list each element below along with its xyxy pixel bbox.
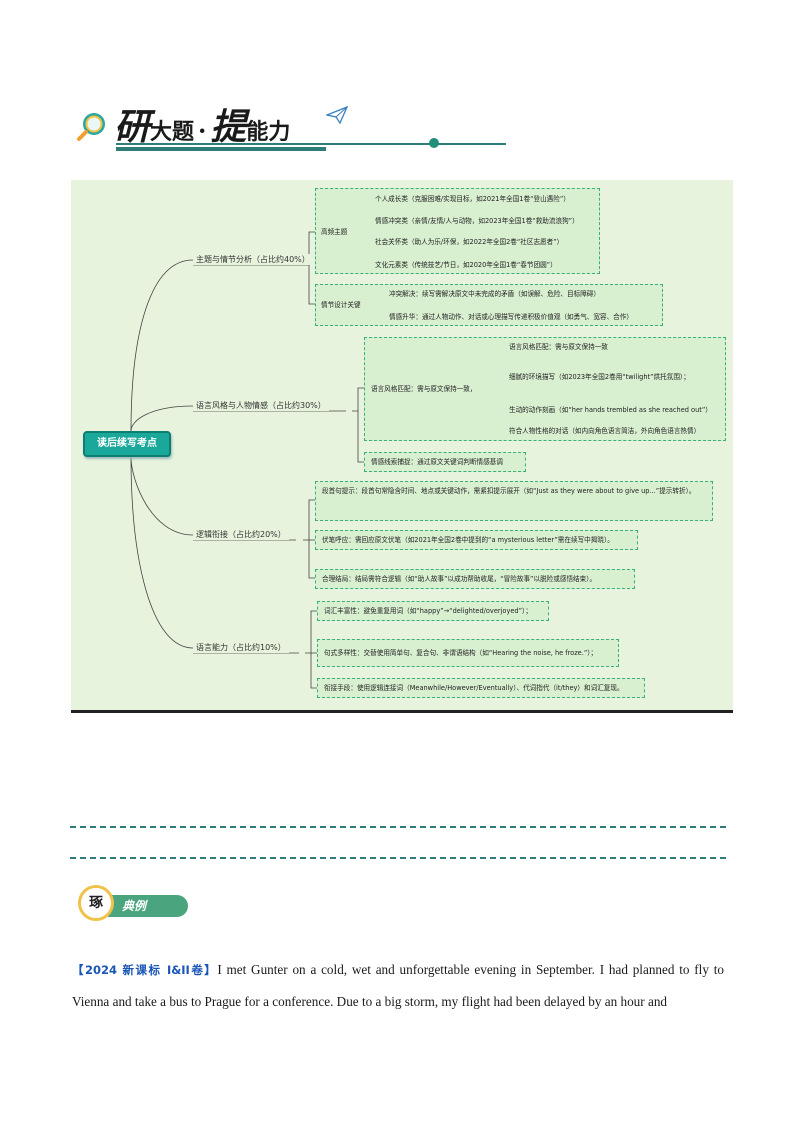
header-rule-thick [116,147,326,151]
theme-item-2: 情感冲突类（亲情/友情/人与动物，如2023年全国1卷“救助流浪狗”） [375,217,579,225]
style-item-2: 细腻的环境描写（如2023年全国2卷用“twilight”烘托氛围）； [509,373,690,381]
group-label-plot-design: 情节设计关键 [321,301,361,309]
section-title: 研大题·提能力 [114,98,290,150]
example-paragraph: 【2024 新课标 I&II卷】I met Gunter on a cold, … [72,954,724,1018]
title-char-2: 提 [210,106,247,148]
mind-map: 读后续写考点 主题与情节分析（占比约40%） 语言风格与人物情感（占比约30%）… [71,180,733,710]
group-label-language-style: 语言风格匹配：需与原文保持一致， [371,385,477,393]
theme-item-4: 文化元素类（传统技艺/节日，如2020年全国1卷“春节团圆”） [375,261,557,269]
logic-item-1: 段首句提示：段首句常隐含时间、地点或关键动作，需紧扣提示展开（如“Just as… [322,487,696,495]
branch-1-label: 主题与情节分析（占比约40%） [193,254,313,265]
ability-item-1-box [317,601,549,621]
emotion-clue-text: 情感线索捕捉：通过原文关键词判断情感基调 [371,458,503,466]
title-word-2: 能力 [246,120,291,145]
style-item-3: 生动的动作刻画（如“her hands trembled as she reac… [509,406,712,414]
mind-map-root: 读后续写考点 [83,431,171,457]
group-label-high-freq: 高频主题 [321,228,348,236]
dashed-separator-2 [70,857,726,859]
ability-item-2-box [317,639,619,667]
style-item-4: 符合人物性格的对话（如内向角色语言简洁，外向角色语言热情） [509,427,701,435]
plot-design-box [315,284,663,326]
example-badge-char: 琢 [78,885,114,921]
ability-item-1: 词汇丰富性：避免重复用词（如“happy”→“delighted/overjoy… [324,607,532,615]
ability-item-2: 句式多样性：交替使用简单句、复合句、非谓语结构（如“Hearing the no… [324,649,598,657]
title-word-1: 大题 [150,120,195,145]
logic-item-2-box [315,530,638,550]
style-item-1: 语言风格匹配：需与原文保持一致 [509,343,608,351]
logic-item-3-box [315,569,635,589]
logic-item-1-box [315,481,713,521]
logic-item-2: 伏笔呼应：需回应原文伏笔（如2021年全国2卷中提到的“a mysterious… [322,536,614,544]
ability-item-3-box [317,678,645,698]
example-text: I met Gunter on a cold, wet and unforget… [72,962,724,1009]
theme-item-1: 个人成长类（克服困难/实现目标，如2021年全国1卷“登山遇险”） [375,195,570,203]
dashed-separator-1 [70,826,726,828]
theme-item-3: 社会关怀类（助人为乐/环保，如2022年全国2卷“社区志愿者”） [375,238,564,246]
paper-plane-icon [326,106,348,124]
branch-2-label: 语言风格与人物情感（占比约30%） [193,400,329,411]
header-rule [116,143,506,145]
language-style-box [364,337,726,441]
section-header: 研大题·提能力 [76,96,506,156]
header-dot [429,138,439,148]
title-dot: · [198,116,207,145]
example-badge-label: 典例 [108,895,188,917]
magnifier-icon [77,113,105,141]
high-freq-themes-box [315,188,600,274]
logic-item-3: 合理结局：结局需符合逻辑（如“助人故事”以成功帮助收尾，“冒险故事”以脱险或感悟… [322,575,597,583]
branch-3-label: 逻辑衔接（占比约20%） [193,529,289,540]
emotion-clue-box [364,452,526,472]
example-source: 【2024 新课标 I&II卷】 [72,963,218,977]
mind-map-bottom-rule [71,710,733,713]
plot-item-2: 情感升华：通过人物动作、对话或心理描写传递积极价值观（如勇气、宽容、合作） [389,313,633,321]
plot-item-1: 冲突解决：续写需解决原文中未完成的矛盾（如误解、危险、目标障碍） [389,290,600,298]
ability-item-3: 衔接手段：使用逻辑连接词（Meanwhile/However/Eventuall… [324,684,624,692]
branch-4-label: 语言能力（占比约10%） [193,642,289,653]
example-badge: 典例 琢 [78,885,198,921]
title-char-1: 研 [114,106,151,148]
